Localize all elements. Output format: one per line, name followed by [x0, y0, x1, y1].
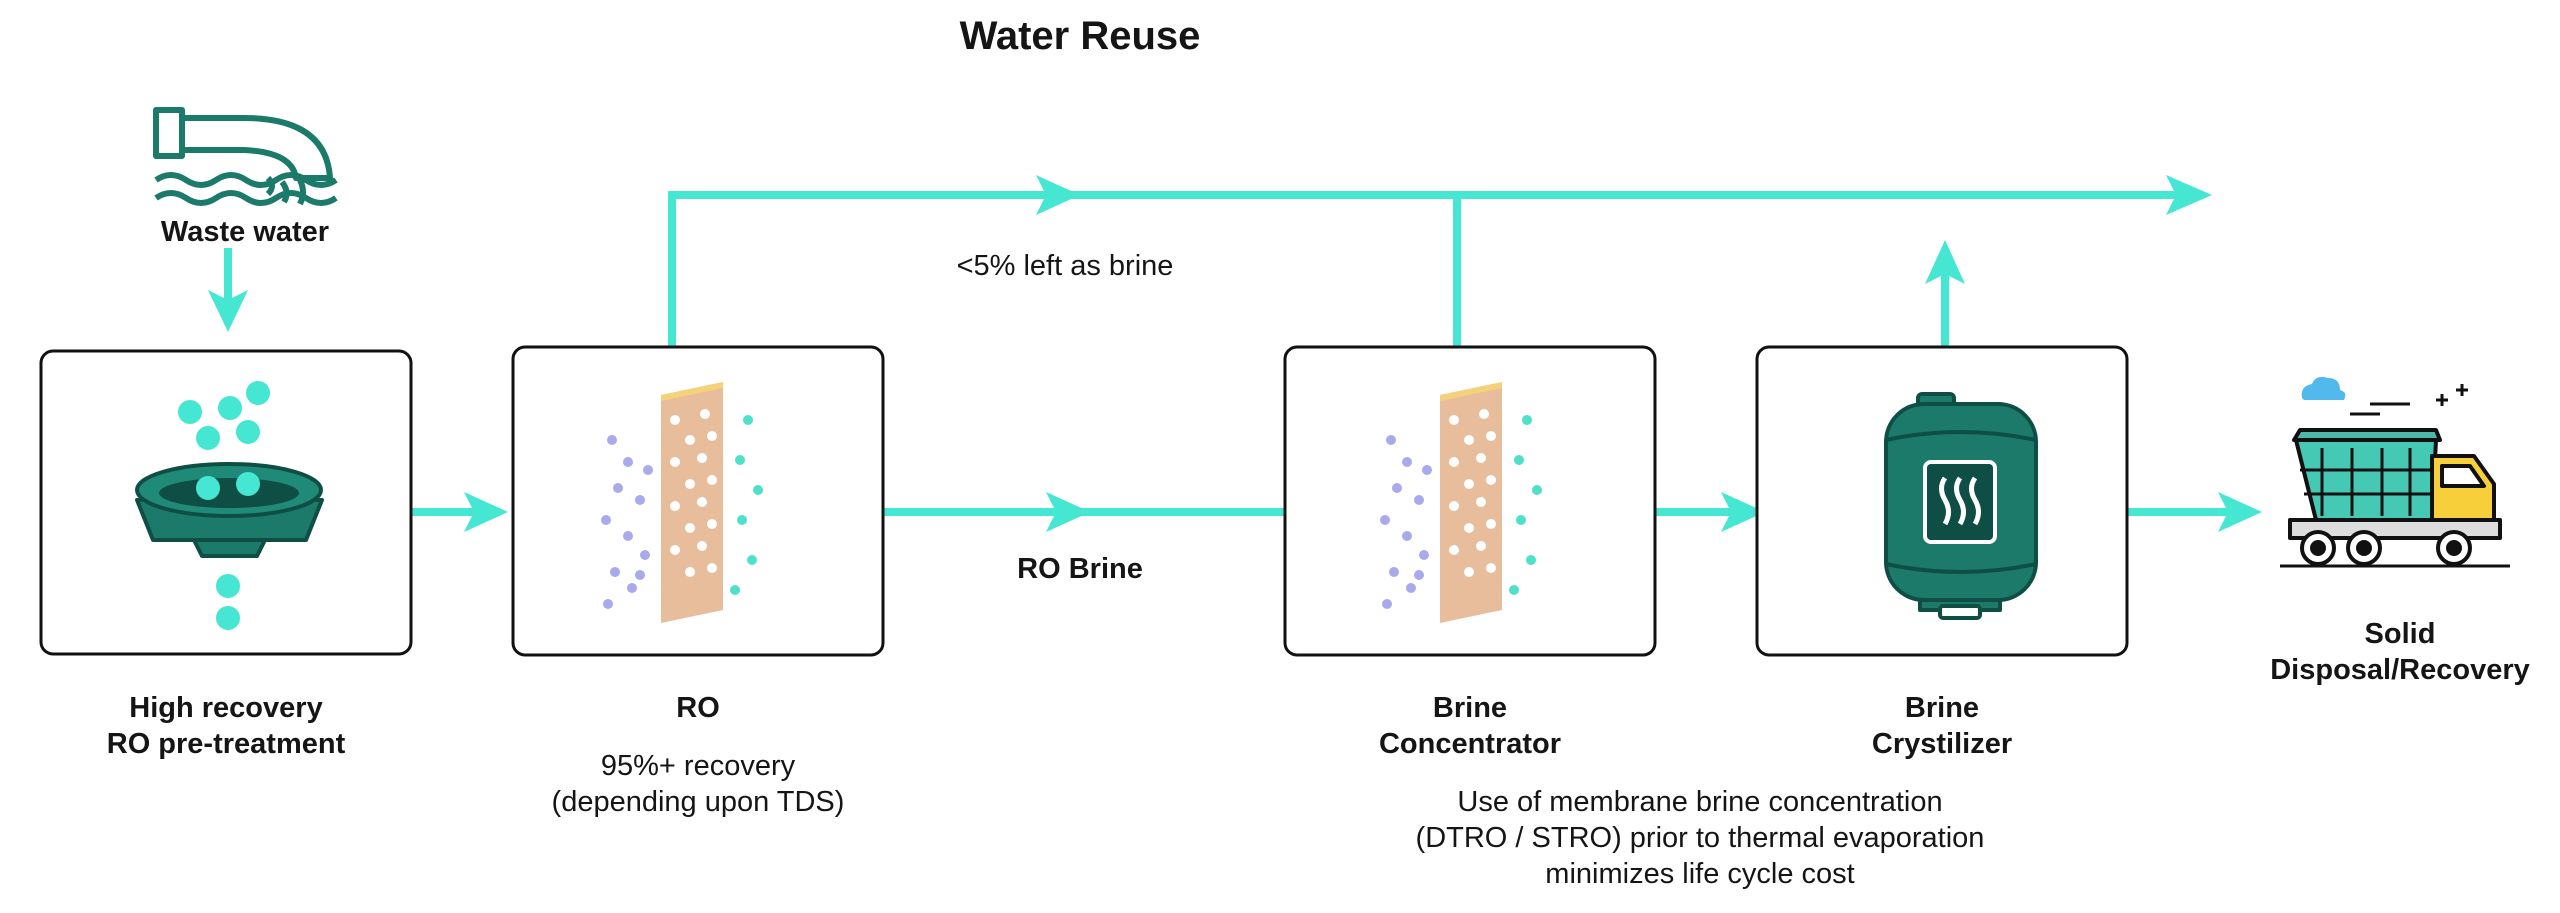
stage-concentrator-label: Brine Concentrator [1285, 690, 1655, 762]
stage-pretreatment-line1: High recovery [129, 692, 323, 724]
membrane-icon-ro [601, 382, 763, 623]
membrane-icon-concentrator [1380, 382, 1542, 623]
arrow-top-mid [1036, 175, 1080, 215]
stage-ro-label: RO [513, 690, 883, 726]
stage-pretreatment-label: High recovery RO pre-treatment [41, 690, 411, 762]
stage-ro-note-line1: 95%+ recovery [600, 750, 796, 782]
stage-concentrator-note-line1: Use of membrane brine concentration [1457, 786, 1943, 818]
stage-concentrator-note-line2: (DTRO / STRO) prior to thermal evaporati… [1415, 822, 1985, 854]
arrow-waste-down [208, 290, 248, 332]
stage-crystalizer-label: Brine Crystilizer [1757, 690, 2127, 762]
stage-concentrator-line1: Brine [1432, 692, 1508, 724]
output-line1: Solid [2364, 618, 2436, 650]
arrow-into-output [2218, 492, 2262, 532]
stage-concentrator-note-line3: minimizes life cycle cost [1545, 858, 1855, 890]
page-title: Water Reuse [959, 14, 1201, 58]
top-flow-label: <5% left as brine [956, 250, 1174, 282]
arrow-ro-brine [1046, 492, 1090, 532]
output-line2: Disposal/Recovery [2270, 654, 2530, 686]
waste-water-label: Waste water [160, 216, 330, 248]
pipe-outflow-icon [153, 107, 338, 206]
output-label: Solid Disposal/Recovery [2240, 616, 2560, 688]
stage-pretreatment-line2: RO pre-treatment [106, 728, 346, 760]
heater-tank-icon [1884, 392, 2038, 620]
arrow-crystalizer-up [1925, 240, 1965, 284]
arrowheads [208, 175, 2262, 532]
arrow-into-ro [464, 492, 508, 532]
stage-ro-note: 95%+ recovery (depending upon TDS) [463, 748, 933, 820]
arrow-top-end [2166, 175, 2212, 215]
flow-top-line [668, 191, 2190, 348]
stage-boxes [39, 345, 2129, 657]
stage-ro-note-line2: (depending upon TDS) [551, 786, 845, 818]
dump-truck-icon [2280, 376, 2510, 568]
stage-ro-line1: RO [676, 692, 720, 724]
stage-crystalizer-line1: Brine [1904, 692, 1980, 724]
ro-brine-label: RO Brine [1017, 553, 1143, 585]
stage-concentrator-note: Use of membrane brine concentration (DTR… [1330, 784, 2070, 892]
stage-crystalizer-line2: Crystilizer [1871, 728, 2013, 760]
arrow-into-crystalizer [1721, 492, 1765, 532]
funnel-filter-icon [135, 381, 324, 630]
stage-concentrator-line2: Concentrator [1378, 728, 1562, 760]
